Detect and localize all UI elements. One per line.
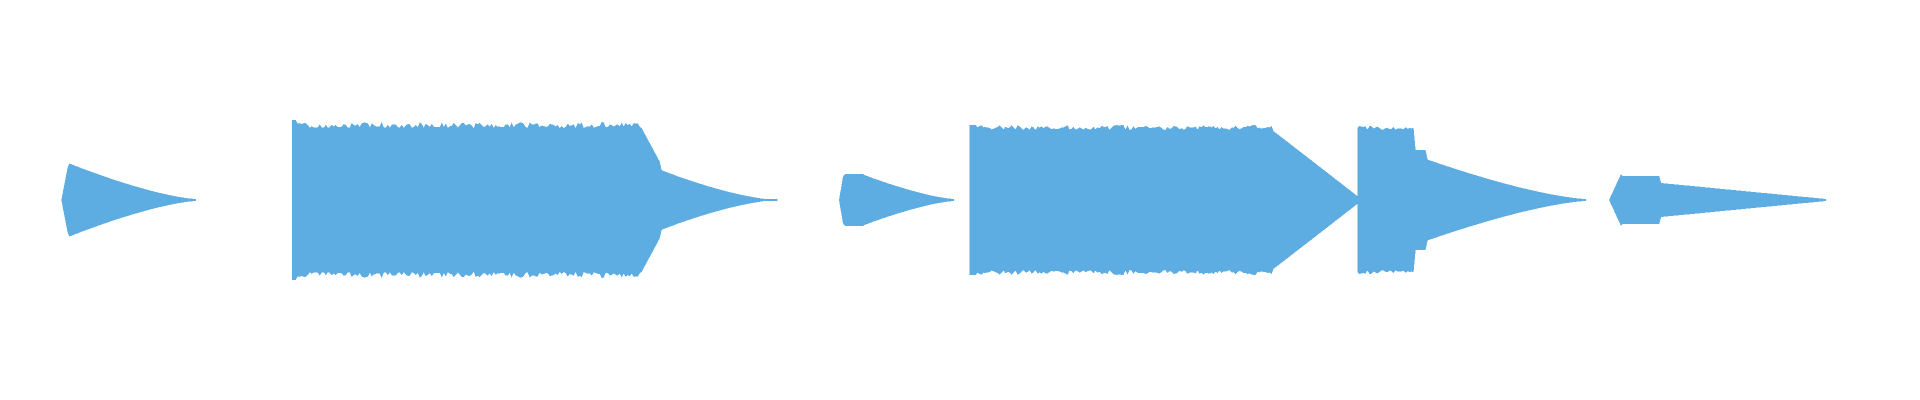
waveform-segment-1	[61, 164, 195, 237]
waveform-segment-3	[839, 174, 954, 226]
waveform-segment-5	[1357, 126, 1586, 274]
waveform-segment-2	[292, 120, 778, 280]
waveform-segment-4	[970, 125, 1358, 275]
waveform-segment-6	[1609, 174, 1826, 226]
